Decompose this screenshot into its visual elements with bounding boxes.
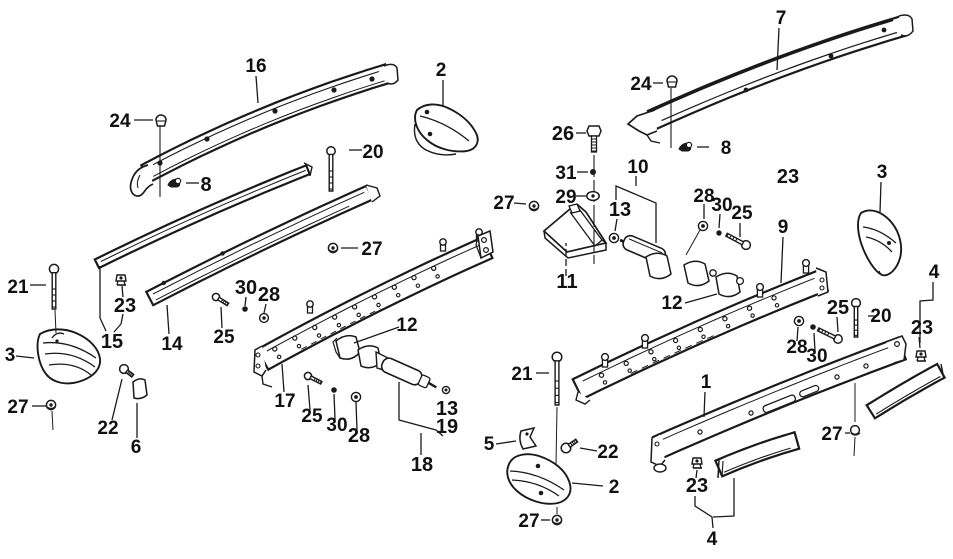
svg-text:13: 13 <box>609 199 631 221</box>
svg-text:22: 22 <box>97 418 118 439</box>
svg-text:19: 19 <box>436 416 458 438</box>
svg-text:22: 22 <box>597 442 618 463</box>
svg-text:31: 31 <box>555 163 577 184</box>
svg-text:4: 4 <box>929 262 940 283</box>
svg-text:21: 21 <box>7 277 29 298</box>
svg-text:18: 18 <box>411 454 433 476</box>
svg-text:25: 25 <box>301 406 323 427</box>
svg-text:28: 28 <box>258 284 280 306</box>
svg-text:27: 27 <box>518 511 539 532</box>
svg-text:27: 27 <box>821 424 842 445</box>
svg-text:20: 20 <box>362 142 383 163</box>
svg-text:16: 16 <box>245 56 266 77</box>
svg-text:25: 25 <box>827 297 849 319</box>
svg-text:27: 27 <box>493 193 514 214</box>
svg-text:28: 28 <box>348 425 370 447</box>
svg-text:30: 30 <box>711 195 732 216</box>
svg-text:25: 25 <box>213 327 235 348</box>
svg-text:8: 8 <box>200 174 211 196</box>
svg-text:17: 17 <box>274 391 295 412</box>
svg-text:6: 6 <box>131 437 142 458</box>
svg-text:13: 13 <box>436 398 458 420</box>
svg-text:27: 27 <box>361 239 382 260</box>
svg-text:20: 20 <box>870 306 891 327</box>
svg-text:29: 29 <box>555 187 576 208</box>
svg-text:23: 23 <box>911 317 933 339</box>
svg-text:25: 25 <box>731 203 753 224</box>
svg-text:7: 7 <box>776 8 787 29</box>
svg-text:3: 3 <box>5 345 16 366</box>
svg-text:21: 21 <box>511 364 533 385</box>
svg-text:28: 28 <box>786 337 807 358</box>
svg-text:30: 30 <box>235 277 257 299</box>
svg-text:11: 11 <box>556 271 577 293</box>
svg-text:23: 23 <box>114 295 136 317</box>
svg-text:14: 14 <box>161 334 183 355</box>
svg-text:3: 3 <box>877 162 888 183</box>
svg-text:24: 24 <box>630 74 652 95</box>
svg-text:10: 10 <box>627 157 648 178</box>
svg-text:8: 8 <box>721 138 732 159</box>
svg-text:5: 5 <box>484 434 495 455</box>
svg-text:23: 23 <box>686 475 708 497</box>
svg-text:23: 23 <box>777 166 799 188</box>
svg-text:12: 12 <box>661 293 682 314</box>
svg-text:26: 26 <box>552 123 574 145</box>
svg-text:30: 30 <box>326 415 347 436</box>
svg-text:4: 4 <box>707 529 718 550</box>
svg-text:2: 2 <box>436 60 447 81</box>
svg-text:30: 30 <box>806 346 827 367</box>
svg-text:2: 2 <box>609 477 620 498</box>
svg-text:9: 9 <box>778 217 789 238</box>
svg-text:12: 12 <box>396 315 417 336</box>
svg-text:1: 1 <box>701 372 712 393</box>
svg-text:15: 15 <box>101 331 123 353</box>
svg-text:24: 24 <box>109 111 131 132</box>
svg-text:27: 27 <box>7 397 28 418</box>
svg-text:28: 28 <box>693 186 714 207</box>
